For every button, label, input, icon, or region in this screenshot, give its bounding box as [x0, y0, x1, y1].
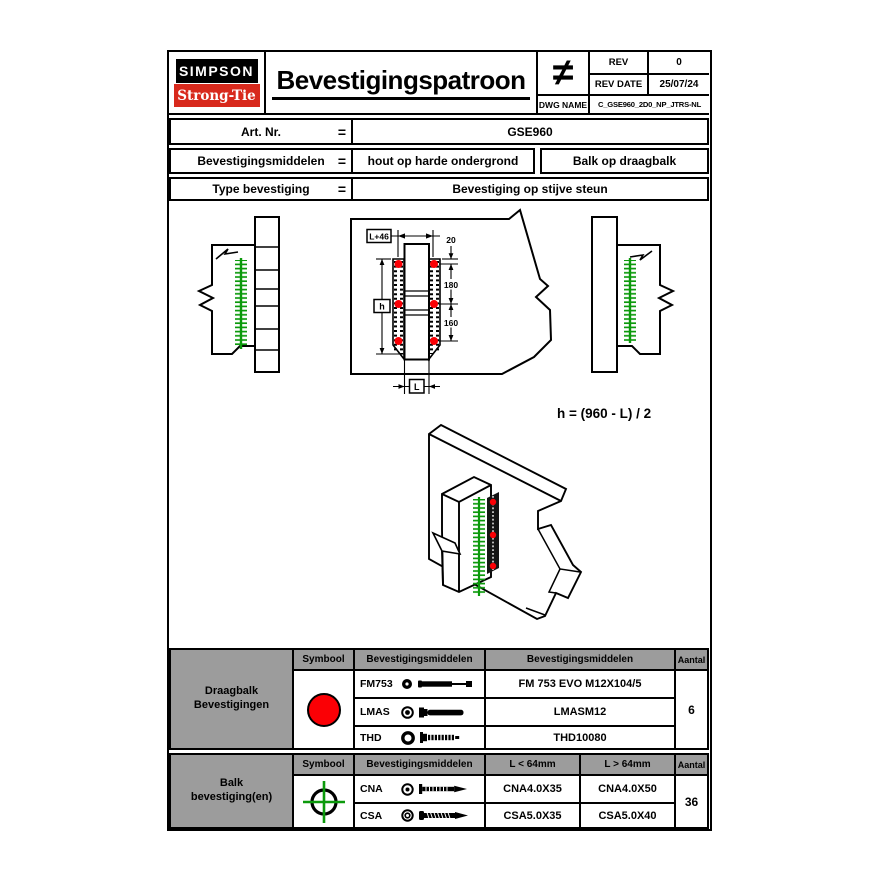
middelen-value-2: Balk op draagbalk	[540, 148, 709, 174]
thd-bolt-icon	[420, 732, 460, 743]
csa-screw-icon	[419, 811, 468, 820]
col-header-symbool: Symbool	[294, 755, 353, 774]
cna-head-icon	[401, 782, 414, 796]
cna-nail-icon	[419, 784, 467, 794]
dim-edge-label: 20	[446, 235, 456, 245]
iso-nail-plate	[487, 492, 499, 574]
middelen-label-cell: Bevestigingsmiddelen=	[169, 148, 353, 174]
balk-table: Balk bevestiging(en) Symbool Bevestiging…	[169, 753, 709, 829]
col-header-middelen: Bevestigingsmiddelen	[355, 650, 484, 669]
type-value: Bevestiging op stijve steun	[351, 177, 709, 201]
fm753-head-icon	[402, 679, 412, 689]
not-equal-cell: ≠	[536, 52, 588, 94]
thd-head-icon	[401, 730, 415, 745]
right-fastener-column	[624, 258, 636, 343]
dim-h-label: h	[379, 302, 385, 312]
draagbalk-aantal-value: 6	[676, 671, 707, 748]
col-header-symbool: Symbool	[294, 650, 353, 669]
art-nr-value: GSE960	[351, 118, 709, 145]
draagbalk-symbol-cell	[294, 671, 353, 748]
plan-view: L+46 20 180 160 h L	[350, 208, 553, 394]
simpson-logo: SIMPSON	[175, 59, 258, 83]
dim-spacing1-label: 180	[444, 280, 458, 290]
balk-aantal-value: 36	[676, 776, 707, 827]
not-equal-icon: ≠	[552, 52, 574, 94]
rev-date-value: 25/07/24	[647, 73, 709, 94]
break-mark-icon	[215, 248, 239, 260]
product-cell: FM 753 EVO M12X104/5	[486, 671, 674, 697]
left-fastener-column	[235, 258, 247, 349]
right-section-view	[591, 216, 676, 373]
fastener-cell-thd: THD	[355, 727, 484, 748]
col-header-l-small: L < 64mm	[486, 755, 579, 774]
rev-date-label: REV DATE	[588, 73, 647, 94]
rev-value: 0	[647, 52, 709, 73]
product-cell: LMASM12	[486, 699, 674, 725]
fastener-cell-lmas: LMAS	[355, 699, 484, 725]
sheet-title: Bevestigingspatroon	[272, 65, 530, 100]
iso-fastener-column	[473, 497, 485, 596]
sheet-title-cell: Bevestigingspatroon	[264, 52, 536, 113]
title-block: SIMPSON Strong-Tie Bevestigingspatroon ≠…	[169, 52, 709, 115]
fastener-cell-cna: CNA	[355, 776, 484, 802]
draagbalk-fastener-dots	[394, 260, 438, 345]
right-post	[591, 216, 618, 373]
equals-sign: =	[337, 123, 346, 140]
green-crosshair-symbol	[302, 780, 345, 823]
equals-sign: =	[337, 181, 346, 197]
plate-teeth	[394, 261, 439, 354]
balk-table-label: Balk bevestiging(en)	[171, 755, 292, 827]
draagbalk-table: Draagbalk Bevestigingen Symbool Bevestig…	[169, 648, 709, 750]
draagbalk-table-label: Draagbalk Bevestigingen	[171, 650, 292, 748]
left-section-view	[196, 216, 280, 373]
dim-top-label: L+46	[369, 232, 389, 242]
height-formula: h = (960 - L) / 2	[557, 406, 651, 421]
col-header-middelen: Bevestigingsmiddelen	[355, 755, 484, 774]
fm753-bolt-icon	[418, 680, 472, 688]
red-circle-symbol	[306, 692, 341, 727]
col-header-aantal: Aantal	[676, 650, 707, 669]
iso-break-wedge	[431, 531, 462, 556]
dwg-name-label: DWG NAME	[536, 94, 588, 113]
middelen-value-1: hout op harde ondergrond	[351, 148, 535, 174]
fastener-cell-csa: CSA	[355, 804, 484, 827]
center-beam	[403, 243, 430, 361]
size-cell: CSA5.0X35	[486, 804, 579, 827]
size-cell: CNA4.0X35	[486, 776, 579, 802]
strongtie-logo: Strong-Tie	[173, 84, 260, 107]
rev-label: REV	[588, 52, 647, 73]
dim-spacing2-label: 160	[444, 318, 458, 328]
size-cell: CNA4.0X50	[581, 776, 674, 802]
size-cell: CSA5.0X40	[581, 804, 674, 827]
left-post	[254, 216, 280, 373]
dim-l-label: L	[414, 382, 420, 392]
col-header-product: Bevestigingsmiddelen	[486, 650, 674, 669]
csa-head-icon	[401, 809, 414, 822]
product-cell: THD10080	[486, 727, 674, 748]
dwg-name-value: C_GSE960_2D0_NP_JTRS-NL	[588, 94, 709, 113]
dimensions	[366, 228, 460, 394]
logo-cell: SIMPSON Strong-Tie	[169, 52, 264, 113]
lmas-bolt-icon	[419, 707, 464, 717]
col-header-l-large: L > 64mm	[581, 755, 674, 774]
col-header-aantal: Aantal	[676, 755, 707, 774]
art-nr-label-cell: Art. Nr.=	[169, 118, 353, 145]
fastener-cell-fm753: FM753	[355, 671, 484, 697]
balk-symbol-cell	[294, 776, 353, 827]
isometric-view	[428, 423, 583, 621]
equals-sign: =	[337, 153, 346, 169]
lmas-head-icon	[401, 705, 414, 719]
technical-drawing: L+46 20 180 160 h L	[196, 208, 676, 621]
sheet-frame: SIMPSON Strong-Tie Bevestigingspatroon ≠…	[167, 50, 712, 831]
type-label-cell: Type bevestiging=	[169, 177, 353, 201]
break-mark-icon	[629, 250, 653, 261]
